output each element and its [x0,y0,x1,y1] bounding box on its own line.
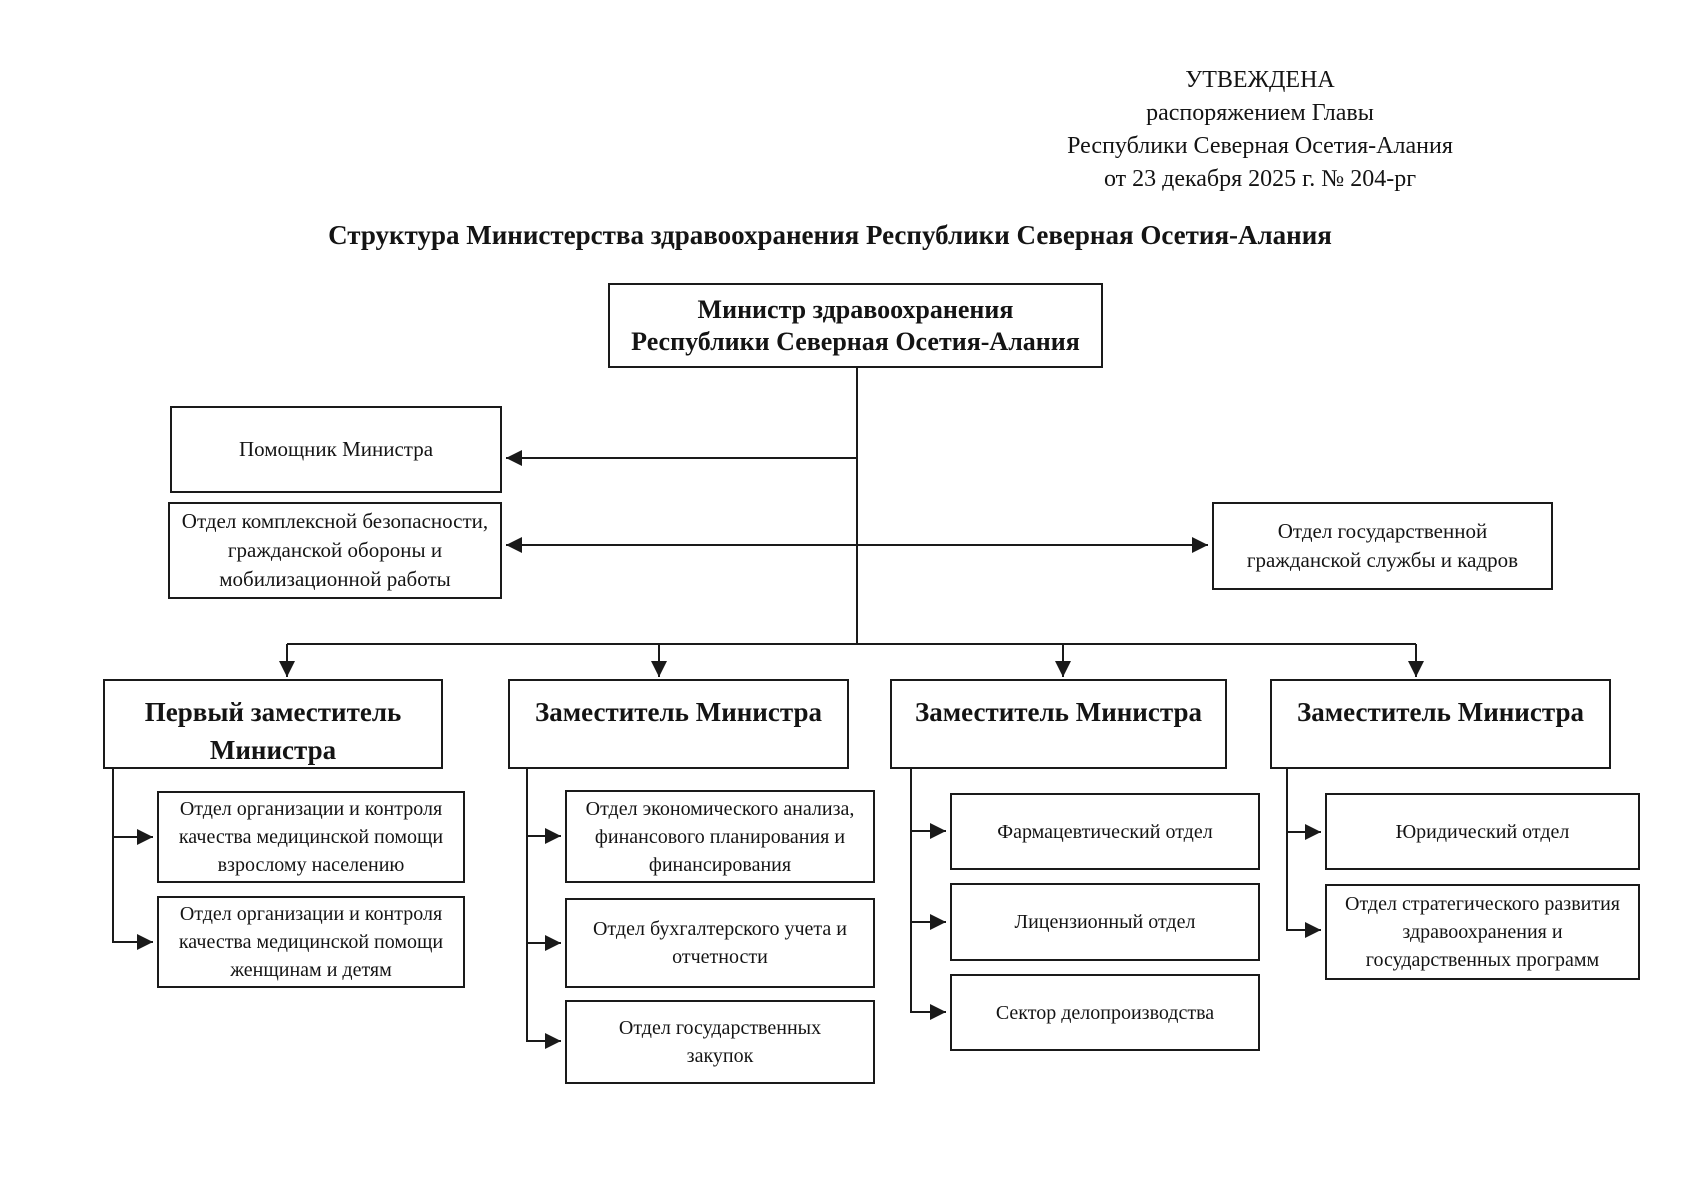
document-title: Структура Министерства здравоохранения Р… [328,220,1332,250]
dept-1-1-box: Отдел организации и контроля качества ме… [157,791,465,883]
dept-3-1-box: Фармацевтический отдел [950,793,1260,870]
dept-1-2-box: Отдел организации и контроля качества ме… [157,896,465,988]
security-dept-box: Отдел комплексной безопасности, гражданс… [168,502,502,599]
deputy-2-box: Заместитель Министра [508,679,849,769]
dept-3-2-box: Лицензионный отдел [950,883,1260,961]
deputy-3-box: Заместитель Министра [890,679,1227,769]
dept-2-2-box: Отдел бухгалтерского учета и отчетности [565,898,875,988]
dept-2-3-box: Отдел государственных закупок [565,1000,875,1084]
deputy-4-box: Заместитель Министра [1270,679,1611,769]
dept-3-3-box: Сектор делопроизводства [950,974,1260,1051]
approval-stamp: УТВЕЖДЕНА распоряжением Главы Республики… [1067,67,1453,192]
dept-4-2-box: Отдел стратегического развития здравоохр… [1325,884,1640,980]
assistant-box: Помощник Министра [170,406,502,493]
deputy-1-box: Первый заместитель Министра [103,679,443,769]
dept-4-1-box: Юридический отдел [1325,793,1640,870]
civil-service-dept-box: Отдел государственной гражданской службы… [1212,502,1553,590]
dept-2-1-box: Отдел экономического анализа, финансовог… [565,790,875,883]
minister-box: Министр здравоохранения Республики Север… [608,283,1103,368]
